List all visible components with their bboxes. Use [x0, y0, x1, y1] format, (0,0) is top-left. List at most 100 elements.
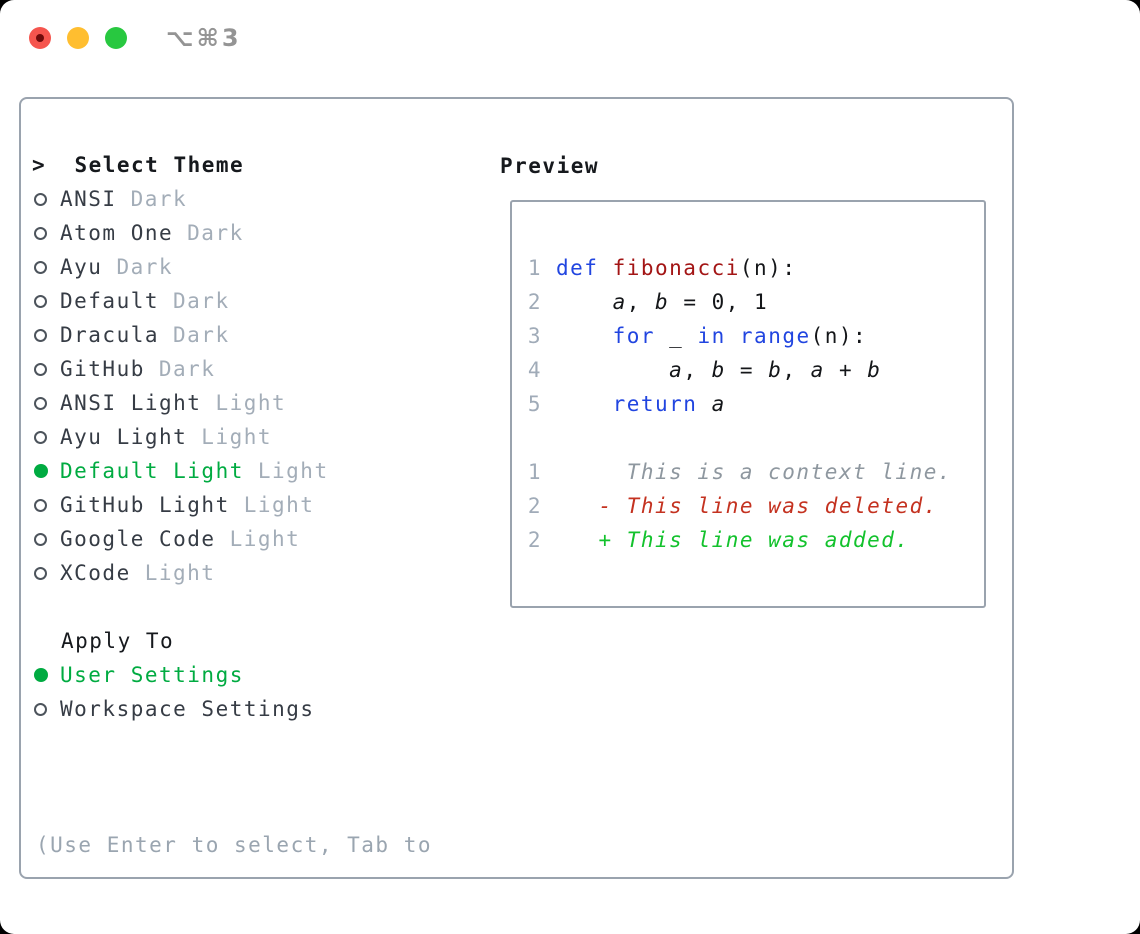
theme-option-name: Ayu Light: [60, 425, 188, 449]
theme-option-github[interactable]: GitHub Dark: [32, 352, 215, 386]
theme-option-xcode[interactable]: XCode Light: [32, 556, 215, 590]
code-token: _: [655, 324, 698, 348]
close-button[interactable]: [29, 27, 51, 49]
theme-option-name: Dracula: [60, 323, 160, 347]
close-button-dot: [36, 34, 44, 42]
theme-option-github-light[interactable]: GitHub Light Light: [32, 488, 314, 522]
radio-icon: [32, 667, 49, 684]
code-token: [556, 324, 613, 348]
code-token: range: [739, 324, 811, 348]
theme-option-dracula[interactable]: Dracula Dark: [32, 318, 230, 352]
code-line: 2 a, b = 0, 1: [516, 285, 982, 319]
line-number: 1: [527, 460, 542, 484]
code-line: 3 for _ in range(n):: [516, 319, 982, 353]
theme-option-variant: Dark: [116, 255, 174, 279]
line-number: 4: [527, 358, 542, 382]
code-token: [556, 290, 613, 314]
code-token: return: [612, 392, 698, 416]
radio-icon: [32, 565, 49, 582]
code-token: - This line was deleted.: [598, 494, 938, 518]
code-token: ,: [782, 358, 811, 382]
radio-icon: [32, 327, 49, 344]
line-number: 1: [527, 256, 542, 280]
theme-option-ansi-light[interactable]: ANSI Light Light: [32, 386, 286, 420]
theme-option-name: ANSI Light: [60, 391, 202, 415]
theme-option-variant: Light: [201, 425, 273, 449]
apply-option-workspace-settings[interactable]: Workspace Settings: [32, 692, 315, 726]
code-token: def: [556, 256, 599, 280]
help-line-2: change focus): [36, 930, 432, 934]
code-token: b: [655, 290, 670, 314]
theme-option-variant: Light: [229, 527, 301, 551]
theme-option-default-light[interactable]: Default Light Light: [32, 454, 329, 488]
code-token: ,: [683, 358, 712, 382]
prompt-caret-icon: >: [32, 153, 47, 177]
theme-option-name: Default: [60, 289, 160, 313]
code-token: a: [669, 358, 684, 382]
code-line: 1 This is a context line.: [516, 455, 982, 489]
theme-option-ansi[interactable]: ANSI Dark: [32, 182, 187, 216]
theme-option-variant: Light: [144, 561, 216, 585]
code-token: [556, 528, 598, 552]
theme-option-default[interactable]: Default Dark: [32, 284, 230, 318]
code-token: fibonacci: [612, 256, 740, 280]
theme-option-name: XCode: [60, 561, 131, 585]
code-token: [697, 392, 711, 416]
radio-icon: [32, 395, 49, 412]
code-line: 1 def fibonacci(n):: [516, 251, 982, 285]
theme-option-name: Workspace Settings: [60, 697, 315, 721]
main-panel: [19, 97, 1014, 879]
code-token: a: [711, 392, 726, 416]
help-text: (Use Enter to select, Tab to change focu…: [36, 760, 432, 934]
theme-option-name: ANSI: [60, 187, 117, 211]
code-token: [598, 256, 612, 280]
radio-icon: [32, 259, 49, 276]
theme-option-ayu-light[interactable]: Ayu Light Light: [32, 420, 272, 454]
code-token: (n):: [739, 256, 797, 280]
code-line: 2 + This line was added.: [516, 523, 982, 557]
theme-option-name: Google Code: [60, 527, 216, 551]
code-token: ,: [626, 290, 656, 314]
code-token: b: [711, 358, 726, 382]
theme-option-name: User Settings: [60, 663, 244, 687]
code-token: +: [824, 358, 868, 382]
line-number: 2: [527, 290, 542, 314]
code-token: [726, 324, 740, 348]
code-token: a: [612, 290, 627, 314]
preview-title: Preview: [500, 154, 600, 178]
theme-option-google-code[interactable]: Google Code Light: [32, 522, 300, 556]
theme-option-variant: Light: [215, 391, 287, 415]
theme-option-atom-one[interactable]: Atom One Dark: [32, 216, 244, 250]
code-token: (n):: [810, 324, 868, 348]
theme-option-variant: Dark: [187, 221, 244, 245]
theme-option-name: GitHub: [60, 357, 145, 381]
code-token: a: [810, 358, 825, 382]
code-token: b: [867, 358, 882, 382]
code-token: This is a context line.: [626, 460, 953, 484]
code-token: [556, 392, 613, 416]
apply-to-title: Apply To: [61, 629, 175, 653]
radio-icon: [32, 531, 49, 548]
theme-list-title-label: Select Theme: [74, 153, 245, 177]
line-number: 5: [527, 392, 542, 416]
code-token: for: [612, 324, 656, 348]
code-line: 2 - This line was deleted.: [516, 489, 982, 523]
line-number: 2: [527, 528, 542, 552]
line-number: 3: [527, 324, 542, 348]
theme-option-variant: Dark: [173, 289, 230, 313]
code-token: b: [768, 358, 783, 382]
radio-icon: [32, 701, 49, 718]
minimize-button[interactable]: [67, 27, 89, 49]
theme-option-variant: Light: [243, 493, 315, 517]
theme-option-ayu[interactable]: Ayu Dark: [32, 250, 173, 284]
code-token: in: [697, 324, 726, 348]
apply-option-user-settings[interactable]: User Settings: [32, 658, 244, 692]
theme-option-name: GitHub Light: [60, 493, 230, 517]
zoom-button[interactable]: [105, 27, 127, 49]
code-token: + This line was added.: [598, 528, 910, 552]
radio-icon: [32, 463, 49, 480]
line-number: 2: [527, 494, 542, 518]
code-line: 5 return a: [516, 387, 982, 421]
